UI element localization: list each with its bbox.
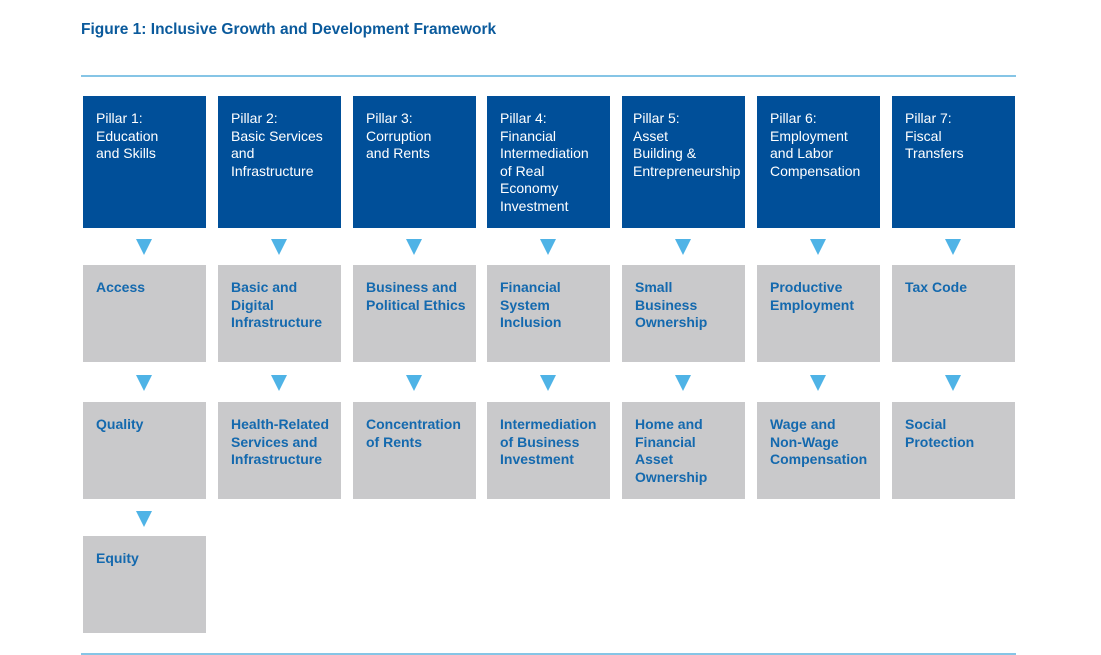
top-divider — [81, 75, 1016, 77]
pillar-1-item-3: Equity — [83, 536, 206, 633]
down-arrow-icon — [945, 375, 961, 391]
pillar-3-item-2: Concentration of Rents — [353, 402, 476, 499]
pillar-header-2: Pillar 2: Basic Services and Infrastruct… — [218, 96, 341, 228]
down-arrow-icon — [540, 375, 556, 391]
pillar-5-item-1: Small Business Ownership — [622, 265, 745, 362]
bottom-divider — [81, 653, 1016, 655]
down-arrow-icon — [810, 239, 826, 255]
down-arrow-icon — [136, 511, 152, 527]
down-arrow-icon — [271, 375, 287, 391]
pillar-header-1: Pillar 1: Education and Skills — [83, 96, 206, 228]
pillar-1-item-2: Quality — [83, 402, 206, 499]
pillar-7-item-2: Social Protection — [892, 402, 1015, 499]
down-arrow-icon — [540, 239, 556, 255]
down-arrow-icon — [406, 375, 422, 391]
pillar-5-item-2: Home and Financial Asset Ownership — [622, 402, 745, 499]
pillar-6-item-2: Wage and Non-Wage Compensation — [757, 402, 880, 499]
down-arrow-icon — [675, 375, 691, 391]
pillar-7-item-1: Tax Code — [892, 265, 1015, 362]
down-arrow-icon — [945, 239, 961, 255]
down-arrow-icon — [675, 239, 691, 255]
down-arrow-icon — [136, 375, 152, 391]
pillar-2-item-2: Health-Related Services and Infrastructu… — [218, 402, 341, 499]
down-arrow-icon — [136, 239, 152, 255]
pillar-1-item-1: Access — [83, 265, 206, 362]
down-arrow-icon — [406, 239, 422, 255]
pillar-4-item-2: Intermediation of Business Investment — [487, 402, 610, 499]
down-arrow-icon — [271, 239, 287, 255]
pillar-header-6: Pillar 6: Employment and Labor Compensat… — [757, 96, 880, 228]
down-arrow-icon — [810, 375, 826, 391]
pillar-header-7: Pillar 7: Fiscal Transfers — [892, 96, 1015, 228]
pillar-4-item-1: Financial System Inclusion — [487, 265, 610, 362]
pillar-2-item-1: Basic and Digital Infrastructure — [218, 265, 341, 362]
pillar-6-item-1: Productive Employment — [757, 265, 880, 362]
pillar-header-3: Pillar 3: Corruption and Rents — [353, 96, 476, 228]
pillar-header-4: Pillar 4: Financial Intermediation of Re… — [487, 96, 610, 228]
pillar-header-5: Pillar 5: Asset Building & Entrepreneurs… — [622, 96, 745, 228]
pillar-3-item-1: Business and Political Ethics — [353, 265, 476, 362]
page-title: Figure 1: Inclusive Growth and Developme… — [81, 21, 497, 38]
